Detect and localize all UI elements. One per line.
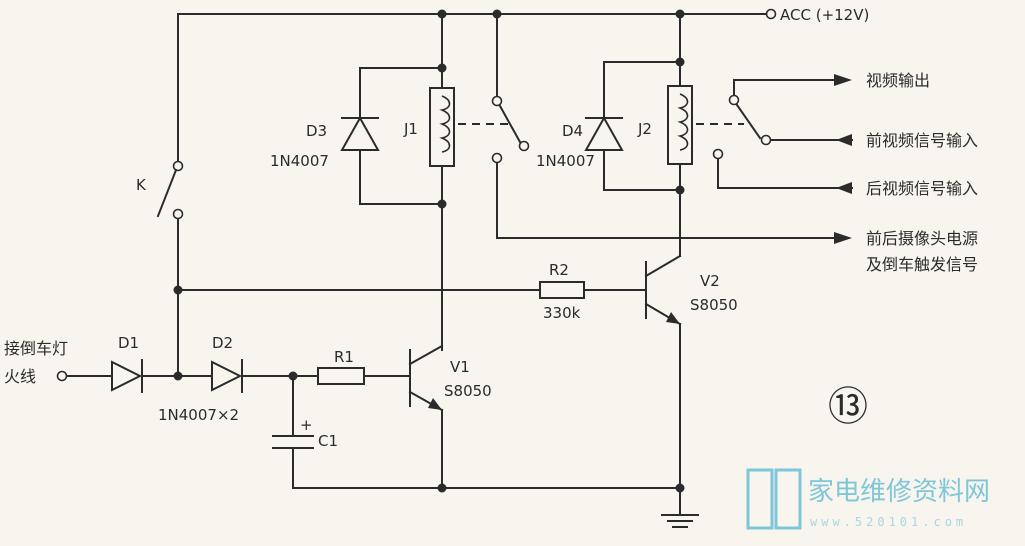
diode-d1d2-part: 1N4007×2 [158,406,239,424]
relay-j2-coil-branch: J2 [637,13,744,257]
watermark-logo: 家电维修资料网 www.520101.com [746,468,990,530]
relay-j1-contacts: 1N4007 [491,13,852,244]
relay-j1-label: J1 [403,120,418,138]
diode-d1-label: D1 [118,334,139,352]
ground-rail [292,487,699,528]
book-icon [746,468,802,530]
label-rear-video-in: 后视频信号输入 [866,179,978,198]
input-line: 接倒车灯 火线 [4,339,113,386]
label-camera-power-line2: 及倒车触发信号 [866,255,978,274]
capacitor-c1: + C1 [272,375,338,489]
diode-d3-label: D3 [306,122,327,140]
supply-label: ACC (+12V) [780,6,869,24]
input-label-line2: 火线 [4,367,36,386]
output-labels: 视频输出 前视频信号输入 后视频信号输入 前后摄像头电源 及倒车触发信号 [866,71,978,274]
diode-d4: D4 [562,61,681,191]
supply-terminal [765,8,777,20]
capacitor-c1-label: C1 [318,432,338,450]
supply-rail: ACC (+12V) [177,6,869,24]
resistor-r2-label: R2 [549,261,569,279]
resistor-r1-label: R1 [334,348,354,366]
diode-d2: D2 1N4007×2 [158,334,319,424]
transistor-v2-part: S8050 [690,296,738,314]
transistor-v1: V1 S8050 [408,344,492,489]
resistor-r2-value: 330k [543,304,581,322]
relay-j2-coil [667,85,693,165]
transistor-v2: V2 S8050 [644,254,738,516]
diode-d3-part: 1N4007 [270,152,329,170]
diode-d4-part-label: 1N4007 [536,152,595,170]
junction-dots [173,9,685,493]
label-camera-power-line1: 前后摄像头电源 [866,229,978,248]
watermark-title: 家电维修资料网 [808,477,990,507]
relay-j1-coil-branch: J1 [403,13,512,351]
capacitor-c1-polarity: + [300,416,313,434]
switch-k-label: K [136,176,147,194]
resistor-r2: R2 330k [177,261,645,322]
input-label-line1: 接倒车灯 [4,339,68,358]
diode-d3: D3 1N4007 [270,67,443,205]
diode-d4-label: D4 [562,122,583,140]
label-front-video-in: 前视频信号输入 [866,131,978,150]
relay-j2-contacts [712,74,853,194]
transistor-v1-label: V1 [450,358,470,376]
relay-j1-coil [429,87,455,167]
diode-d2-label: D2 [212,334,233,352]
diode-d1: D1 [111,334,213,393]
switch-k: K [136,13,184,376]
label-video-out: 视频输出 [866,71,930,90]
relay-j2-label: J2 [637,120,652,138]
input-terminal [56,370,68,382]
watermark-url: www.520101.com [810,515,967,529]
figure-number: ⑬ [828,384,868,430]
transistor-v1-part: S8050 [444,382,492,400]
transistor-v2-label: V2 [700,272,720,290]
resistor-r1: R1 [317,348,409,385]
